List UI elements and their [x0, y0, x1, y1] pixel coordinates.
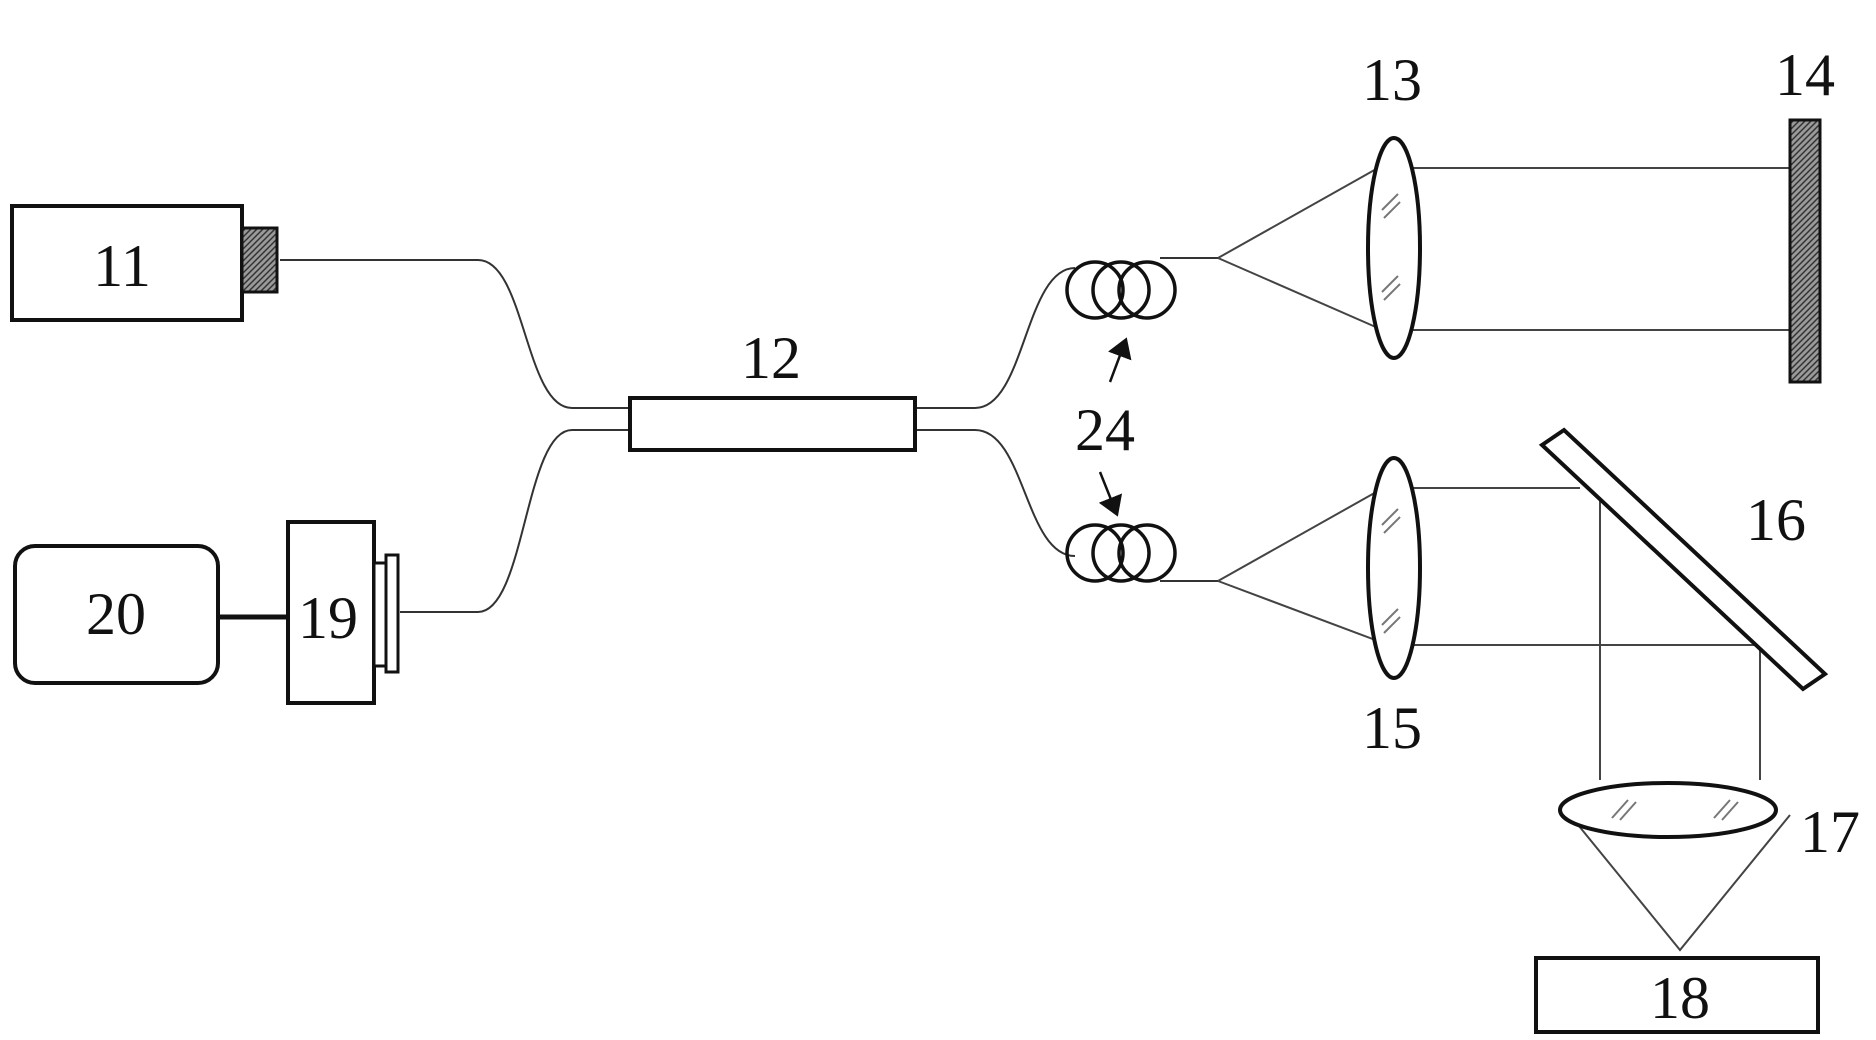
fiber-11-to-coupler	[280, 260, 630, 408]
label-17: 17	[1800, 799, 1860, 865]
lens-13: 13	[1362, 47, 1422, 358]
beam-lower-cone	[1218, 491, 1378, 641]
fiber-coupler-to-upper-coil	[915, 268, 1075, 408]
beam-upper-collimated	[1410, 168, 1790, 330]
detector-18: 18	[1536, 958, 1818, 1032]
label-16: 16	[1746, 487, 1806, 553]
arrow-24-to-upper-coil	[1110, 342, 1125, 382]
controller-20: 20	[15, 546, 218, 683]
lens-15: 15	[1362, 458, 1422, 761]
fiber-coil-lower	[1067, 525, 1175, 581]
label-20: 20	[86, 581, 146, 647]
fiber-coil-upper	[1067, 262, 1175, 318]
label-12: 12	[741, 325, 801, 391]
mirror-16: 16	[1542, 430, 1825, 689]
fiber-19-to-coupler	[400, 430, 630, 612]
light-source-11: 11	[12, 206, 277, 320]
label-18: 18	[1650, 965, 1710, 1031]
label-24: 24	[1075, 397, 1135, 463]
beam-reflected-down	[1600, 488, 1760, 780]
label-13: 13	[1362, 47, 1422, 113]
arrow-24-to-lower-coil	[1100, 472, 1116, 512]
module-19: 19	[288, 522, 398, 703]
label-11: 11	[93, 233, 151, 299]
beam-upper-cone	[1218, 168, 1378, 328]
label-19: 19	[298, 585, 358, 651]
label-15: 15	[1362, 695, 1422, 761]
lens-17: 17	[1560, 783, 1860, 865]
label-14: 14	[1775, 42, 1835, 108]
fiber-coupler-12: 12	[630, 325, 915, 450]
fiber-coupler-to-lower-coil	[915, 430, 1075, 556]
